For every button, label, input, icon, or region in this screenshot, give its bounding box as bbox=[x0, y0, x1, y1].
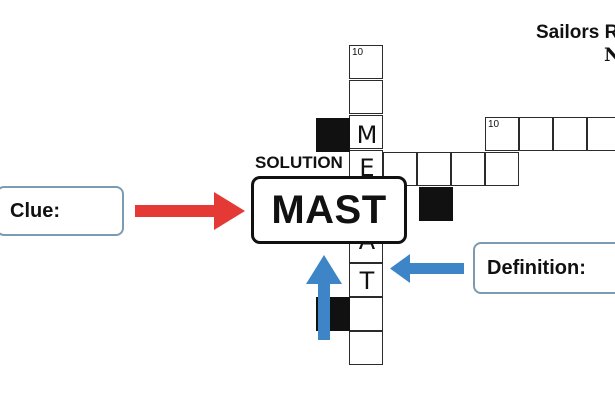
grid-letter: T bbox=[359, 267, 375, 295]
solution-word: MAST bbox=[271, 187, 387, 232]
grid-cell[interactable]: 10 bbox=[485, 117, 519, 151]
definition-arrow bbox=[390, 254, 464, 283]
definition-box: Definition: bbox=[473, 242, 615, 294]
clue-number: 10 bbox=[352, 47, 364, 58]
clue-number: 10 bbox=[488, 119, 500, 130]
grid-cell[interactable] bbox=[485, 152, 519, 186]
grid-cell[interactable] bbox=[553, 117, 587, 151]
grid-cell[interactable] bbox=[587, 117, 615, 151]
clue-arrow bbox=[135, 192, 245, 230]
solution-box: MAST bbox=[251, 176, 407, 244]
black-cell bbox=[419, 187, 453, 221]
grid-cell[interactable] bbox=[451, 152, 485, 186]
grid-cell[interactable] bbox=[417, 152, 451, 186]
grid-cell[interactable] bbox=[349, 331, 383, 365]
grid-cell[interactable] bbox=[349, 80, 383, 114]
grid-cell[interactable]: 10 bbox=[349, 45, 383, 79]
grid-cell[interactable]: T bbox=[349, 263, 383, 297]
solution-arrow bbox=[306, 255, 342, 340]
solution-label: SOLUTION bbox=[255, 153, 343, 173]
clue-label: Clue: bbox=[10, 199, 60, 222]
grid-letter: M bbox=[356, 121, 378, 149]
clue-box: Clue: bbox=[0, 186, 124, 236]
black-cell bbox=[316, 118, 350, 152]
definition-label: Definition: bbox=[487, 256, 586, 279]
grid-letter: E bbox=[359, 154, 375, 182]
grid-cell[interactable]: M bbox=[349, 115, 383, 149]
puzzle-subtitle: N bbox=[604, 44, 615, 66]
grid-cell[interactable] bbox=[349, 297, 383, 331]
grid-cell[interactable] bbox=[519, 117, 553, 151]
puzzle-title: Sailors R bbox=[536, 22, 615, 43]
